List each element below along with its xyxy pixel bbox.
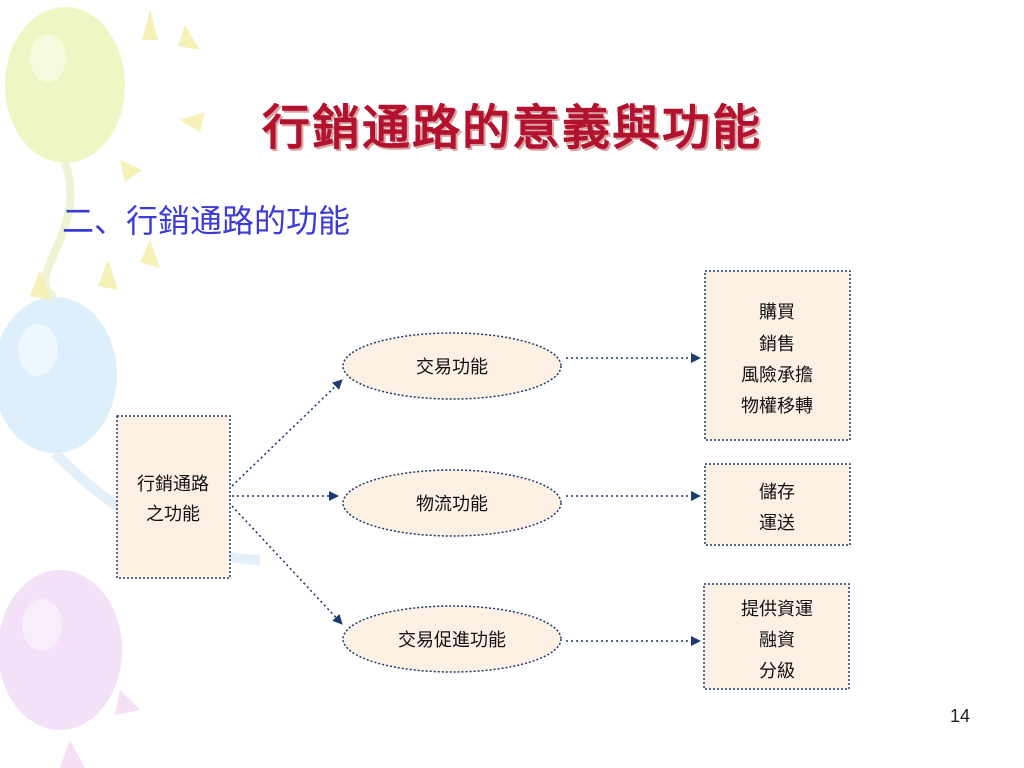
slide-subtitle: 二、行銷通路的功能 — [62, 202, 351, 240]
detail-box-trade — [704, 270, 851, 441]
function-node-logistics — [342, 469, 562, 537]
root-label-line1: 行銷通路 — [137, 474, 209, 495]
detail-promotion-line3: 分級 — [759, 661, 795, 682]
detail-box-logistics — [704, 463, 851, 546]
detail-trade-line1: 購買 — [759, 302, 795, 323]
function-label-logistics: 物流功能 — [416, 494, 488, 515]
root-box — [116, 415, 231, 579]
sparkle-decoration — [30, 10, 205, 300]
detail-box-promotion — [703, 583, 850, 690]
detail-logistics-line1: 儲存 — [759, 482, 795, 503]
function-label-trade: 交易功能 — [416, 357, 488, 378]
detail-trade-line3: 風險承擔 — [741, 365, 813, 386]
detail-promotion-line2: 融資 — [759, 630, 795, 651]
detail-promotion-line1: 提供資運 — [741, 599, 813, 620]
connector-root-promotion — [231, 505, 343, 625]
function-node-trade — [342, 332, 562, 400]
page-number: 14 — [949, 706, 970, 726]
slide-title: 行銷通路的意義與功能 — [261, 100, 762, 156]
detail-trade-line2: 銷售 — [759, 334, 795, 355]
function-label-promotion: 交易促進功能 — [398, 630, 506, 651]
connector-root-trade — [231, 379, 343, 487]
root-label-line2: 之功能 — [146, 504, 200, 525]
function-node-promotion — [342, 605, 562, 673]
detail-trade-line4: 物權移轉 — [741, 396, 813, 417]
detail-logistics-line2: 運送 — [759, 513, 795, 534]
